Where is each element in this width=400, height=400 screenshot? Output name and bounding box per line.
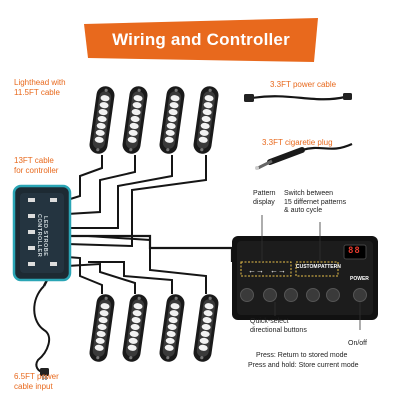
quick-select-label: Quick-select directional buttons — [250, 318, 307, 335]
lighthead-lower-2 — [121, 293, 149, 363]
pattern-display-label-line-1: Pattern — [253, 190, 276, 197]
junction-box-brand: LED STROBE CONTROLLER — [36, 214, 48, 258]
pattern-display-label-line-2: display — [253, 198, 275, 206]
switch-between-label-line-1: Switch between — [284, 190, 334, 197]
press-return-label: Press: Return to stored mode — [256, 352, 348, 359]
page-title: Wiring and Controller — [112, 30, 290, 49]
controller-cable-label: 13FT cable for controller — [14, 156, 58, 176]
power-input-label: 6.5FT power cable input — [14, 372, 59, 392]
lighthead-label: Lighthead with 11.5FT cable — [14, 78, 66, 98]
junction-box — [12, 184, 72, 282]
controller-box: ←→ ←→ — [232, 236, 378, 320]
controller-cable-label-line-2: for controller — [14, 166, 59, 175]
quick-select-label-line-1: Quick-select — [250, 318, 289, 325]
upper-cables — [66, 155, 207, 248]
lower-cables — [66, 235, 207, 294]
svg-text:←→: ←→ — [270, 266, 286, 275]
lighthead-upper-1 — [88, 85, 116, 155]
power-input-cable — [33, 285, 51, 373]
switch-between-label: Switch between 15 differnet patterns & a… — [284, 190, 346, 216]
switch-between-label-line-3: & auto cycle — [284, 207, 323, 214]
title-banner-shape — [84, 18, 318, 62]
lighthead-upper-2 — [121, 85, 149, 155]
switch-between-label-line-2: 15 differnet patterns — [284, 198, 347, 206]
power-button-label: POWER — [350, 276, 369, 282]
power-input-label-line-1: 6.5FT power — [14, 372, 59, 381]
lighthead-lower-3 — [158, 293, 186, 363]
on-off-label: On/off — [348, 340, 367, 347]
svg-text:←→: ←→ — [248, 266, 264, 275]
power-cable-label: 3.3FT power cable — [270, 80, 337, 89]
quick-select-label-line-2: directional buttons — [250, 326, 307, 334]
power-cable-icon — [244, 93, 352, 102]
lighthead-upper-4 — [192, 85, 220, 155]
title-banner: Wiring and Controller — [84, 18, 318, 62]
controller-cable-label-line-1: 13FT cable — [14, 156, 54, 165]
lighthead-label-line-1: Lighthead with — [14, 78, 66, 87]
leader-lines — [261, 215, 361, 330]
cigarette-plug-icon — [255, 142, 353, 170]
pattern-display-label: Pattern display — [253, 190, 276, 207]
custom-button-label: CUSTOM — [296, 264, 318, 270]
power-input-plug-icon — [40, 368, 49, 376]
lighthead-label-line-2: 11.5FT cable — [14, 88, 60, 97]
pattern-display-value: 88 — [348, 246, 361, 256]
lighthead-lower-4 — [192, 293, 220, 363]
pattern-button-label: PATTERN — [318, 264, 341, 270]
press-hold-label: Press and hold: Store current mode — [248, 362, 359, 369]
lighthead-upper-3 — [158, 85, 186, 155]
power-input-label-line-2: cable input — [14, 382, 53, 391]
cig-plug-label: 3.3FT cigaretie plug — [262, 138, 333, 147]
lighthead-lower-1 — [88, 293, 116, 363]
